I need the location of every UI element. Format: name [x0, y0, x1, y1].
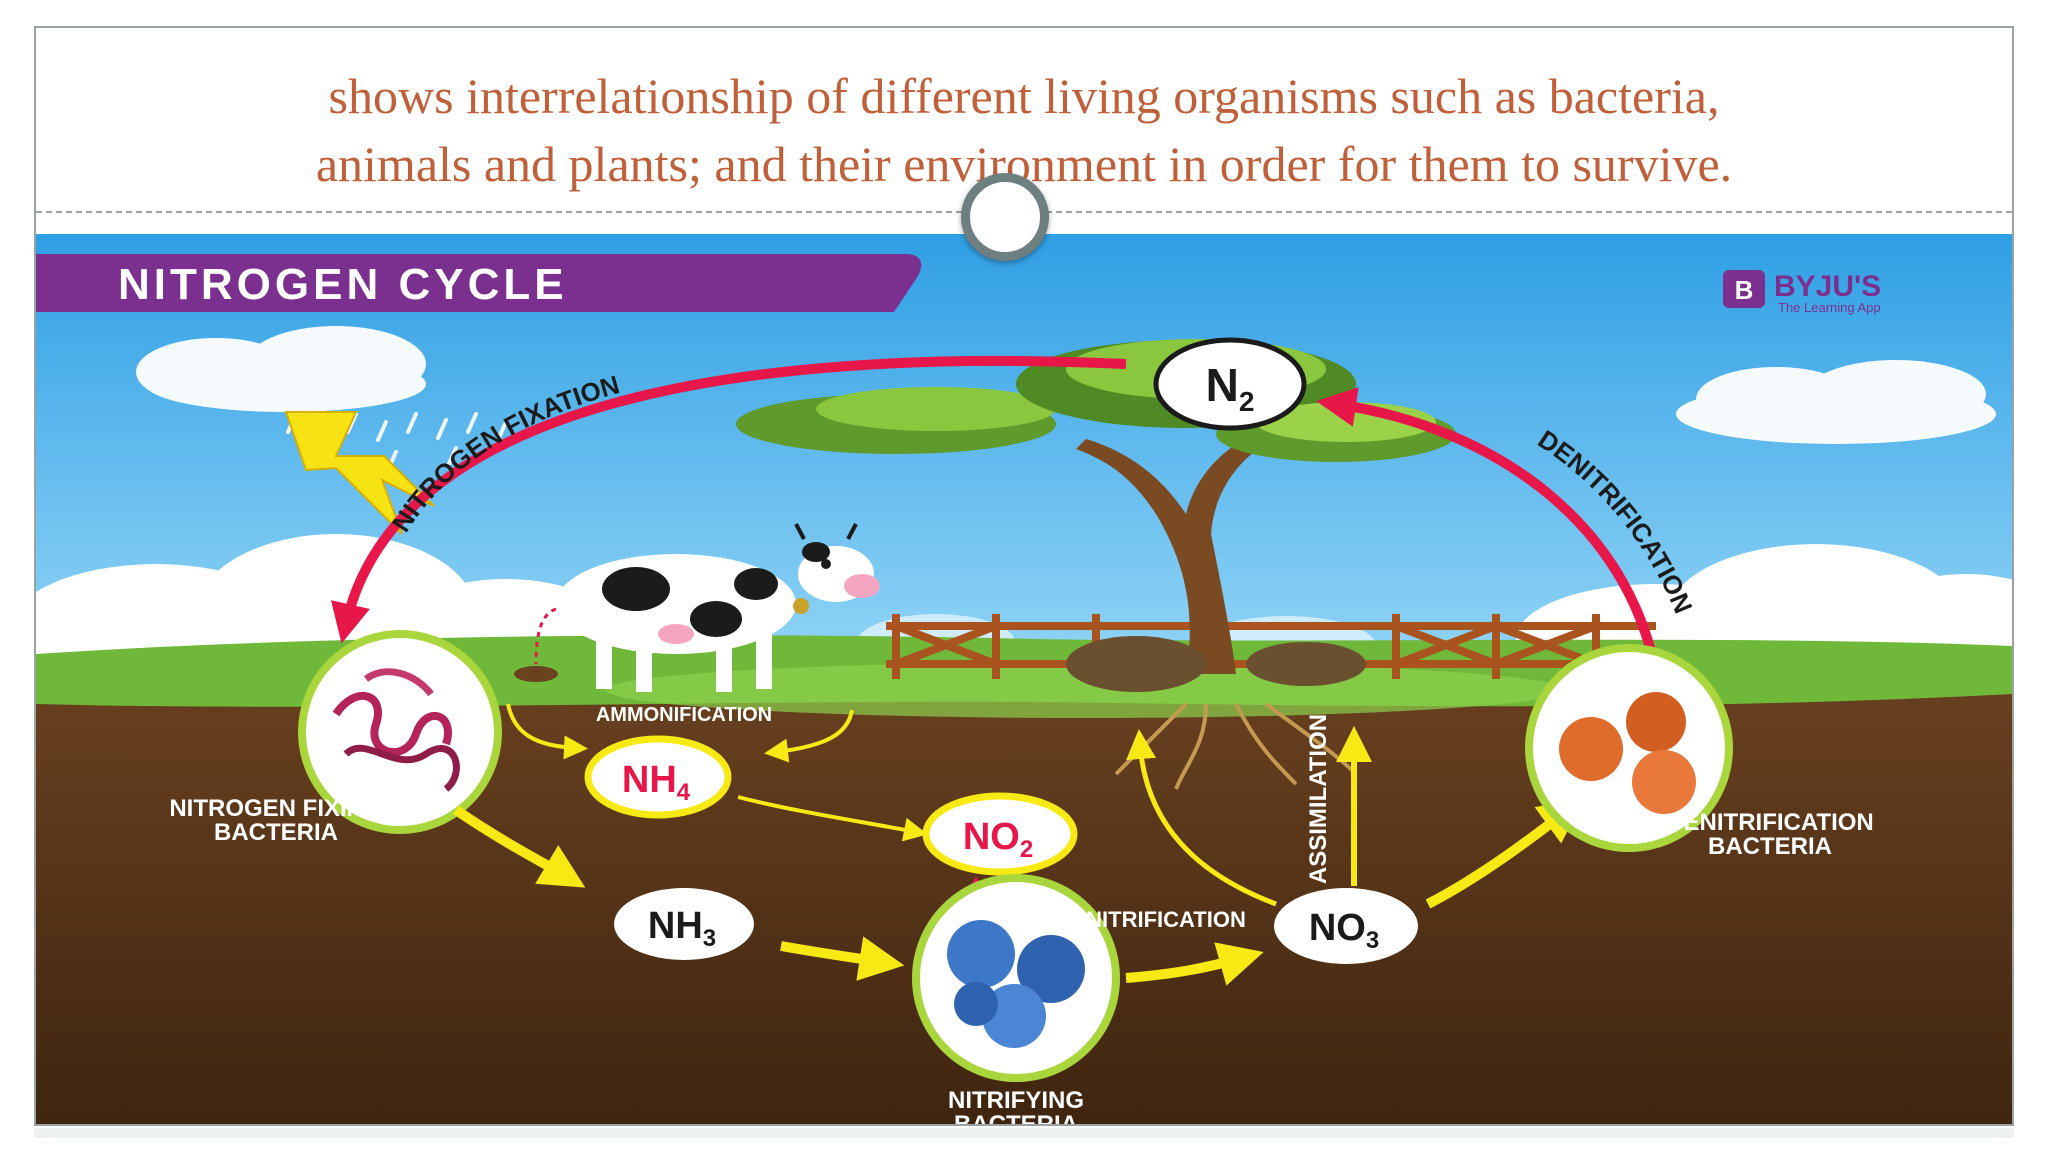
- nh3-to-nitrifying-arrow: [780, 936, 905, 981]
- brand-logo: B BYJU'S The Learning App: [1723, 270, 1881, 315]
- no3-node: NO3: [1274, 888, 1418, 964]
- lightning-icon: [284, 411, 435, 535]
- nitrogen-cycle-diagram: NITROGEN CYCLE B BYJU'S The Learning App…: [36, 234, 2012, 1124]
- ammonification-arrow-left: [506, 703, 588, 760]
- header-line-1: shows interrelationship of different liv…: [328, 68, 1720, 124]
- nitrifying-bacteria-icon: [912, 874, 1120, 1082]
- svg-text:B: B: [1735, 275, 1754, 305]
- n2-node: N2: [1153, 337, 1307, 431]
- cloud-right: [1676, 360, 1996, 444]
- ammonification-arrow-right: [764, 709, 854, 763]
- nh4-to-no2-arrow: [737, 795, 928, 842]
- no2-node: NO2: [922, 792, 1078, 876]
- dung: [514, 666, 558, 682]
- assimilation-label: ASSIMILATION: [1305, 714, 1332, 884]
- fixing-to-nh3-arrow: [453, 805, 586, 888]
- svg-text:NO2: NO2: [963, 816, 1033, 863]
- brand-name: BYJU'S: [1774, 270, 1881, 303]
- diagram-title: NITROGEN CYCLE: [118, 260, 568, 309]
- svg-text:NH4: NH4: [622, 759, 691, 806]
- bottom-strip: [34, 1128, 2014, 1138]
- svg-text:NO3: NO3: [1309, 907, 1379, 954]
- slide-header: shows interrelationship of different liv…: [34, 62, 2014, 198]
- denitrification-bacteria-label-2: BACTERIA: [1708, 833, 1832, 860]
- brand-logo-icon: [1723, 270, 1765, 308]
- denitrification-bacteria-label-1: DENITRIFICATION: [1666, 809, 1874, 836]
- nh3-node: NH3: [614, 888, 754, 960]
- title-band: [36, 254, 922, 312]
- nitrogen-fixation-arrow: [330, 355, 1127, 644]
- nitrogen-fixing-bacteria-label-2: BACTERIA: [214, 819, 338, 846]
- denitrification-arrow: [1316, 387, 1663, 687]
- nitrification-label: NITRIFICATION: [1086, 907, 1246, 932]
- denitrification-bacteria-icon: [1525, 644, 1733, 852]
- cow: [556, 523, 880, 692]
- slide-ring-decoration: [961, 173, 1049, 261]
- brand-tagline: The Learning App: [1778, 300, 1881, 315]
- no3-to-roots-arrow: [1126, 729, 1277, 907]
- cow-waste-dotted-line: [534, 607, 557, 665]
- svg-text:NH3: NH3: [648, 905, 716, 952]
- svg-text:N2: N2: [1206, 359, 1255, 417]
- cloud-left: [136, 326, 426, 412]
- nitrifying-bacteria-label-1: NITRIFYING: [948, 1087, 1084, 1114]
- nitrogen-fixing-bacteria-icon: [298, 630, 502, 834]
- nh4-node: NH4: [584, 735, 732, 819]
- nitrogen-fixing-bacteria-label-1: NITROGEN FIXING: [169, 795, 382, 822]
- nitrifying-bacteria-label-2: BACTERIA: [954, 1111, 1078, 1124]
- nitrifying-to-no3-arrow: [1125, 942, 1264, 986]
- ammonification-label: AMMONIFICATION: [596, 704, 772, 726]
